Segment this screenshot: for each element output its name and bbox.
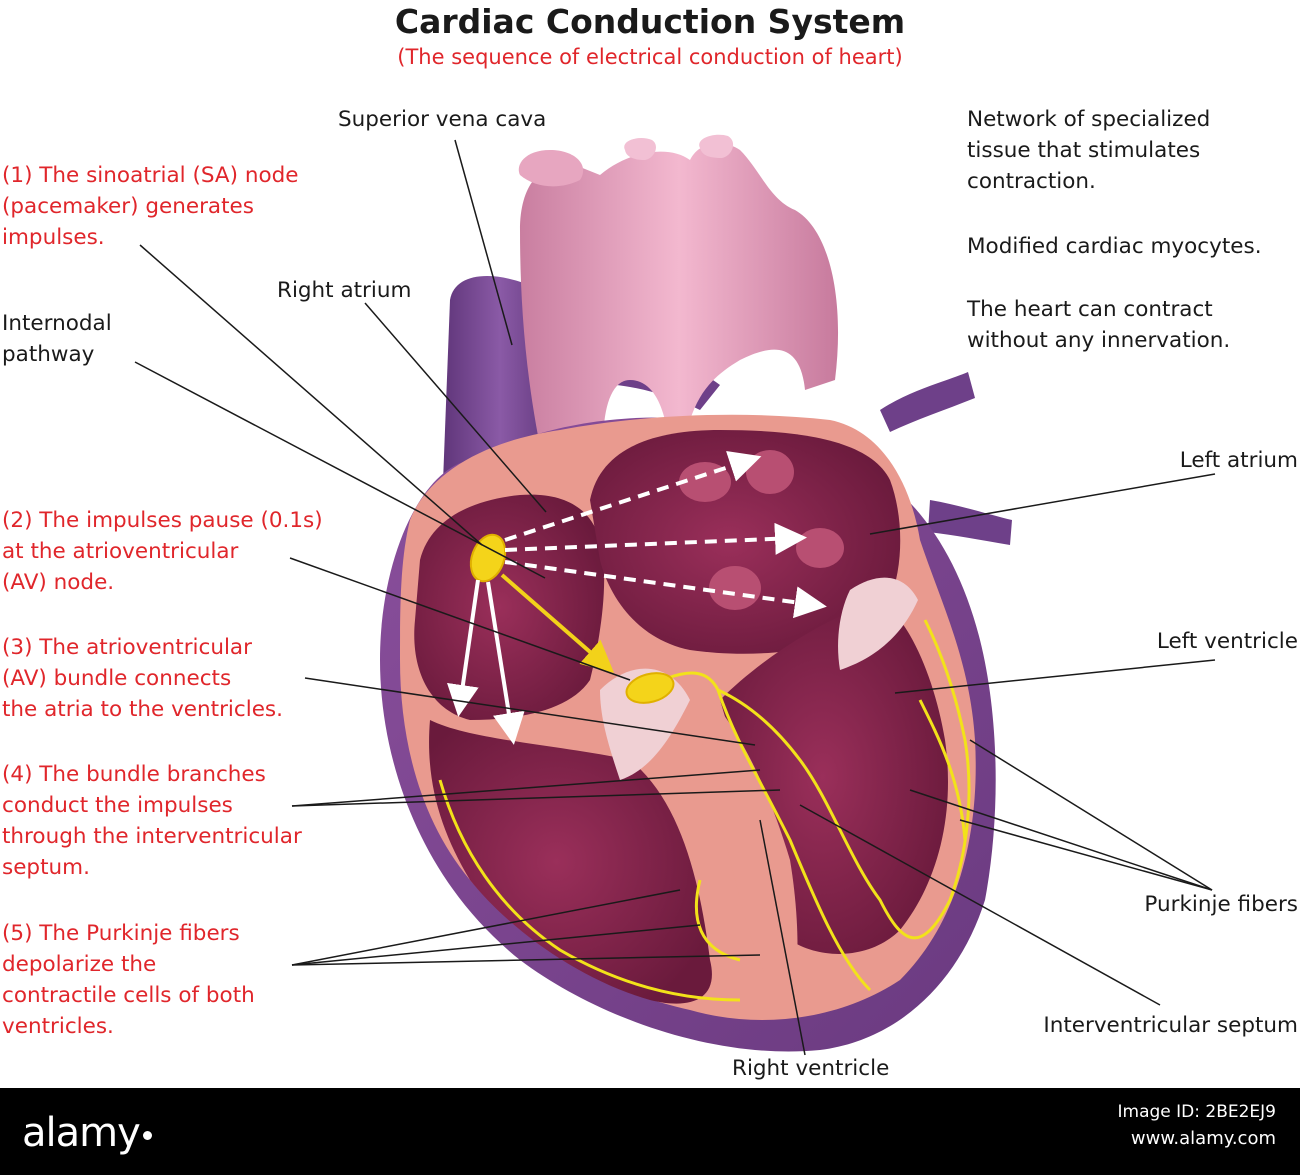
step-3-text: (3) The atrioventricular (AV) bundle con…: [2, 632, 283, 725]
pulmonary-vein-upper-shape: [880, 372, 975, 432]
step-2-text: (2) The impulses pause (0.1s) at the atr…: [2, 505, 323, 598]
note-innervation: The heart can contract without any inner…: [967, 294, 1230, 356]
page-subtitle: (The sequence of electrical conduction o…: [0, 45, 1300, 69]
right-atrium-label: Right atrium: [277, 278, 411, 303]
watermark-footer: alamy Image ID: 2BE2EJ9 www.alamy.com: [0, 1088, 1300, 1175]
step-5-text: (5) The Purkinje fibers depolarize the c…: [2, 918, 255, 1042]
image-id-text: Image ID: 2BE2EJ9: [1118, 1102, 1277, 1122]
step-1-text: (1) The sinoatrial (SA) node (pacemaker)…: [2, 160, 299, 253]
right-atrium-chamber: [414, 495, 604, 720]
internodal-pathway-label: Internodal pathway: [2, 308, 112, 370]
page-title: Cardiac Conduction System: [0, 2, 1300, 41]
pulmonary-vein-lower-shape: [928, 500, 1012, 545]
purkinje-fibers-label: Purkinje fibers: [1144, 892, 1298, 917]
note-myocytes: Modified cardiac myocytes.: [967, 231, 1262, 262]
diagram-canvas: Cardiac Conduction System (The sequence …: [0, 0, 1300, 1088]
note-network: Network of specialized tissue that stimu…: [967, 104, 1210, 197]
left-ventricle-label: Left ventricle: [1157, 629, 1298, 654]
footer-url[interactable]: www.alamy.com: [1118, 1128, 1277, 1149]
right-ventricle-label: Right ventricle: [732, 1056, 889, 1081]
step-4-text: (4) The bundle branches conduct the impu…: [2, 759, 302, 883]
interventricular-septum-label: Interventricular septum: [1043, 1013, 1298, 1038]
superior-vena-cava-label: Superior vena cava: [338, 107, 546, 132]
left-atrium-label: Left atrium: [1180, 448, 1298, 473]
alamy-logo: alamy: [22, 1110, 152, 1156]
footer-info: Image ID: 2BE2EJ9 www.alamy.com: [1118, 1102, 1277, 1149]
